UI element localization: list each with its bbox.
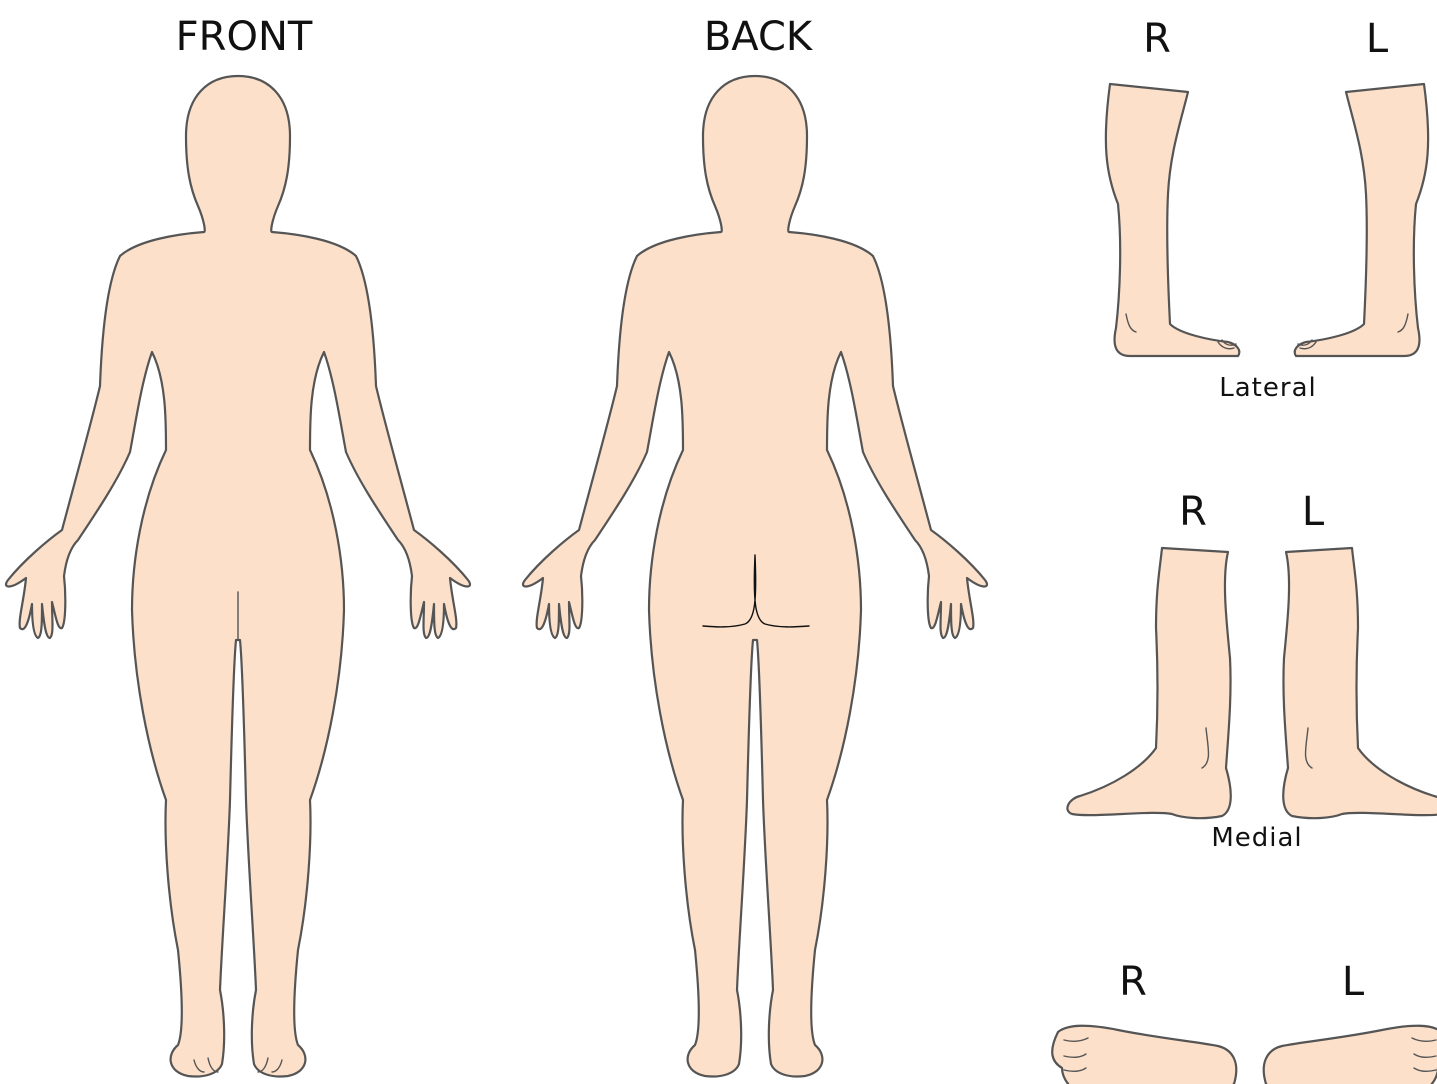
lateral-right-leg [1106,84,1239,356]
medial-right-leg [1067,548,1230,818]
medial-left-label: L [1302,489,1325,535]
back-label: BACK [704,14,814,60]
front-body-figure [6,76,470,1077]
lateral-left-leg [1295,84,1428,356]
medial-right-label: R [1179,489,1207,535]
medial-caption: Medial [1211,823,1302,853]
back-body-figure [523,76,987,1077]
front-label: FRONT [176,14,313,60]
lateral-caption: Lateral [1219,373,1316,403]
plantar-left-foot [1264,1026,1437,1084]
plantar-right-foot [1052,1026,1236,1084]
plantar-left-label: L [1342,959,1365,1005]
lateral-left-label: L [1366,16,1389,62]
plantar-right-label: R [1119,959,1147,1005]
lateral-right-label: R [1143,16,1171,62]
medial-left-leg [1283,548,1437,818]
